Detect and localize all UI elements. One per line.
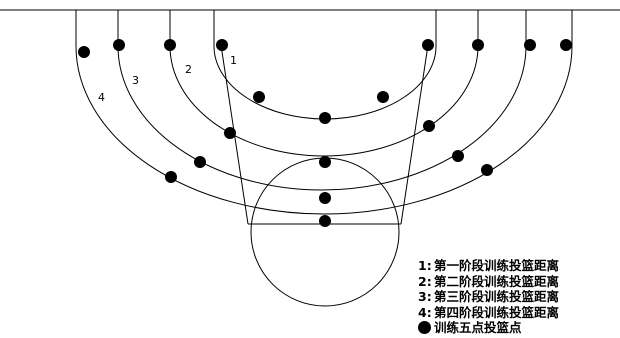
shooting-spot bbox=[253, 91, 265, 103]
shooting-spot bbox=[422, 39, 434, 51]
shooting-spot bbox=[216, 39, 228, 51]
legend-item-number: 3: bbox=[418, 289, 432, 304]
shooting-spot bbox=[319, 215, 331, 227]
shooting-spot bbox=[423, 120, 435, 132]
legend-item: 4: 第四阶段训练投篮距离 bbox=[418, 305, 618, 321]
legend-item-number: 2: bbox=[418, 273, 432, 289]
shooting-spot-icon bbox=[418, 321, 431, 335]
legend-item-label: 第三阶段训练投篮距离 bbox=[434, 289, 560, 304]
arc-label-4: 4 bbox=[98, 91, 105, 104]
shooting-spot bbox=[319, 192, 331, 204]
legend-item-label: 第二阶段训练投篮距离 bbox=[434, 273, 560, 289]
legend-dot-item: 训练五点投篮点 bbox=[418, 320, 618, 336]
legend-item-number: 1: bbox=[418, 258, 432, 273]
arc-stage-4 bbox=[75, 10, 573, 215]
legend-item-label: 第四阶段训练投篮距离 bbox=[434, 304, 560, 320]
shooting-spot bbox=[481, 164, 493, 176]
shooting-spot bbox=[524, 39, 536, 51]
free-throw-circle bbox=[250, 157, 400, 307]
shooting-spot bbox=[164, 39, 176, 51]
arc-stage-2 bbox=[169, 10, 479, 157]
legend-item: 1: 第一阶段训练投篮距离 bbox=[418, 258, 618, 274]
shooting-spot bbox=[224, 127, 236, 139]
shooting-spot bbox=[560, 39, 572, 51]
legend-item: 3: 第三阶段训练投篮距离 bbox=[418, 289, 618, 305]
legend-item: 2: 第二阶段训练投篮距离 bbox=[418, 274, 618, 290]
shooting-spot bbox=[78, 46, 90, 58]
shooting-spot bbox=[472, 39, 484, 51]
shooting-spot bbox=[194, 156, 206, 168]
legend-item-number: 4: bbox=[418, 304, 432, 320]
arc-label-3: 3 bbox=[132, 74, 139, 87]
shooting-spot bbox=[319, 112, 331, 124]
legend-dot-label: 训练五点投篮点 bbox=[434, 320, 522, 335]
legend-item-label: 第一阶段训练投篮距离 bbox=[434, 258, 560, 273]
shooting-spot bbox=[377, 91, 389, 103]
legend: 1: 第一阶段训练投篮距离 2: 第二阶段训练投篮距离 3: 第三阶段训练投篮距… bbox=[418, 258, 618, 336]
arc-label-1: 1 bbox=[230, 54, 237, 67]
arc-stage-3 bbox=[117, 10, 527, 191]
shooting-spot bbox=[113, 39, 125, 51]
shooting-spot bbox=[319, 156, 331, 168]
arc-stage-1 bbox=[213, 10, 437, 120]
shooting-spot bbox=[452, 150, 464, 162]
shooting-spot bbox=[165, 171, 177, 183]
arc-label-2: 2 bbox=[185, 63, 192, 76]
